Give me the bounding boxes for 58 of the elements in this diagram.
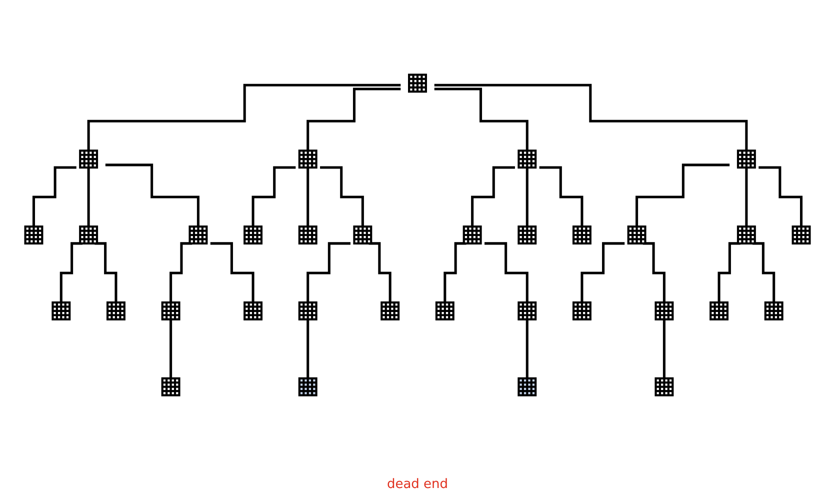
chessboard-grid bbox=[244, 301, 263, 320]
chessboard-grid bbox=[298, 301, 318, 320]
tree-branch-line bbox=[539, 166, 584, 228]
tree-branch-line bbox=[434, 88, 528, 152]
chessboard-grid bbox=[736, 226, 756, 244]
tree-branch-line bbox=[210, 242, 254, 304]
tree-branch-line bbox=[471, 166, 515, 228]
chessboard-grid bbox=[572, 226, 592, 244]
chessboard-grid bbox=[518, 301, 537, 320]
tree-branch-line bbox=[87, 84, 401, 152]
note-text: dead end bbox=[386, 477, 448, 492]
chessboard-grid bbox=[298, 377, 318, 396]
chessboard-grid bbox=[792, 226, 811, 244]
chessboard-grid bbox=[654, 301, 674, 320]
tree-branch-line bbox=[87, 166, 90, 228]
tree-branch-line bbox=[484, 242, 528, 304]
chessboard-grid bbox=[654, 377, 674, 396]
tree-branch-line bbox=[662, 318, 666, 380]
chessboard-grid bbox=[188, 226, 208, 244]
tree-branch-line bbox=[105, 164, 200, 228]
chessboard-grid bbox=[353, 226, 372, 244]
tree-branch-line bbox=[32, 166, 76, 228]
tree-branch-line bbox=[306, 166, 310, 228]
tree-branch-line bbox=[526, 318, 528, 380]
chessboard-grid bbox=[298, 150, 318, 169]
tree-branch-line bbox=[306, 242, 350, 304]
chessboard-grid bbox=[764, 301, 784, 320]
chessboard-grid bbox=[79, 150, 98, 169]
chessboard-grid bbox=[435, 301, 454, 320]
tree-branch-line bbox=[306, 88, 401, 152]
tree-branch-line bbox=[758, 166, 803, 228]
chessboard-grid bbox=[161, 301, 180, 320]
chessboard-grid bbox=[408, 74, 427, 93]
tree-branch-line bbox=[745, 166, 748, 228]
chessboard-grid bbox=[710, 301, 729, 320]
tree-branch-line bbox=[434, 84, 748, 152]
chessboard-grid bbox=[462, 226, 482, 244]
chessboard-grid bbox=[106, 301, 126, 320]
chessboard-grid bbox=[627, 226, 646, 244]
chessboard-grid bbox=[572, 301, 592, 320]
tree-branch-line bbox=[306, 318, 310, 380]
chessboard-grid bbox=[380, 301, 400, 320]
chessboard-grid bbox=[518, 226, 537, 244]
tree-branch-line bbox=[526, 166, 528, 228]
tree-branch-line bbox=[580, 242, 625, 304]
chessboard-grid bbox=[52, 301, 71, 320]
chessboard-grid bbox=[298, 226, 318, 244]
tree-branch-line bbox=[320, 166, 364, 228]
tree-branch-line bbox=[170, 318, 172, 380]
chessboard-grid bbox=[24, 226, 44, 244]
chessboard-grid bbox=[518, 150, 537, 169]
tree-branch-line bbox=[252, 166, 296, 228]
chessboard-grid bbox=[244, 226, 263, 244]
chessboard-grid bbox=[518, 377, 537, 396]
chessboard-grid bbox=[161, 377, 180, 396]
chessboard-grid bbox=[79, 226, 98, 244]
chessboard-grid bbox=[736, 150, 756, 169]
tree-branch-line bbox=[636, 164, 730, 228]
